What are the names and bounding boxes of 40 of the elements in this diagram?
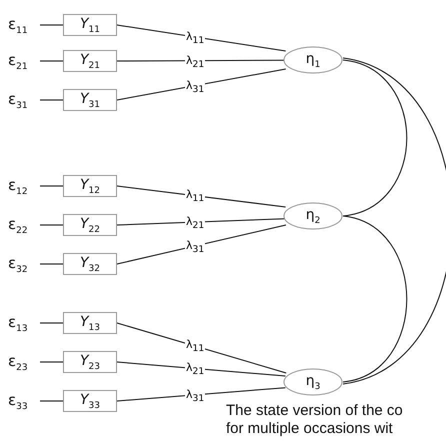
connector-line bbox=[116, 24, 286, 52]
connector-line bbox=[40, 400, 64, 402]
indicator-box: Y$_{11}$ bbox=[63, 14, 117, 36]
error-term: ε$_{32}$ bbox=[8, 253, 40, 275]
error-term: ε$_{33}$ bbox=[8, 390, 40, 412]
error-term: ε$_{13}$ bbox=[8, 312, 40, 334]
connector-line bbox=[40, 224, 64, 226]
indicator-box: Y$_{13}$ bbox=[63, 312, 117, 334]
indicator-box: Y$_{22}$ bbox=[63, 214, 117, 236]
indicator-box: Y$_{23}$ bbox=[63, 351, 117, 373]
connector-line bbox=[116, 224, 286, 264]
connector-line bbox=[116, 186, 286, 208]
caption-text: for multiple occasions wit bbox=[226, 420, 393, 437]
latent-ellipse: η$_{2}$ bbox=[283, 202, 343, 230]
connector-line bbox=[116, 362, 286, 376]
correlation-curve bbox=[342, 216, 408, 382]
indicator-box: Y$_{33}$ bbox=[63, 390, 117, 412]
indicator-box: Y$_{21}$ bbox=[63, 50, 117, 72]
connector-line bbox=[116, 322, 287, 374]
error-term: ε$_{23}$ bbox=[8, 351, 40, 373]
error-term: ε$_{12}$ bbox=[8, 175, 40, 197]
error-term: ε$_{21}$ bbox=[8, 50, 40, 72]
error-term: ε$_{11}$ bbox=[8, 14, 40, 36]
connector-line bbox=[116, 387, 286, 402]
error-term: ε$_{22}$ bbox=[8, 214, 40, 236]
connector-line bbox=[116, 218, 286, 226]
correlation-curve bbox=[342, 60, 408, 216]
connector-line bbox=[40, 322, 64, 324]
connector-line bbox=[116, 60, 286, 62]
latent-ellipse: η$_{1}$ bbox=[283, 46, 343, 74]
connector-line bbox=[40, 24, 64, 26]
correlation-curve bbox=[342, 58, 446, 384]
indicator-box: Y$_{12}$ bbox=[63, 175, 117, 197]
latent-ellipse: η$_{3}$ bbox=[283, 368, 343, 396]
connector-line bbox=[40, 60, 64, 62]
caption-text: The state version of the co bbox=[226, 402, 403, 419]
indicator-box: Y$_{31}$ bbox=[63, 89, 117, 111]
indicator-box: Y$_{32}$ bbox=[63, 253, 117, 275]
connector-line bbox=[116, 68, 286, 100]
error-term: ε$_{31}$ bbox=[8, 89, 40, 111]
